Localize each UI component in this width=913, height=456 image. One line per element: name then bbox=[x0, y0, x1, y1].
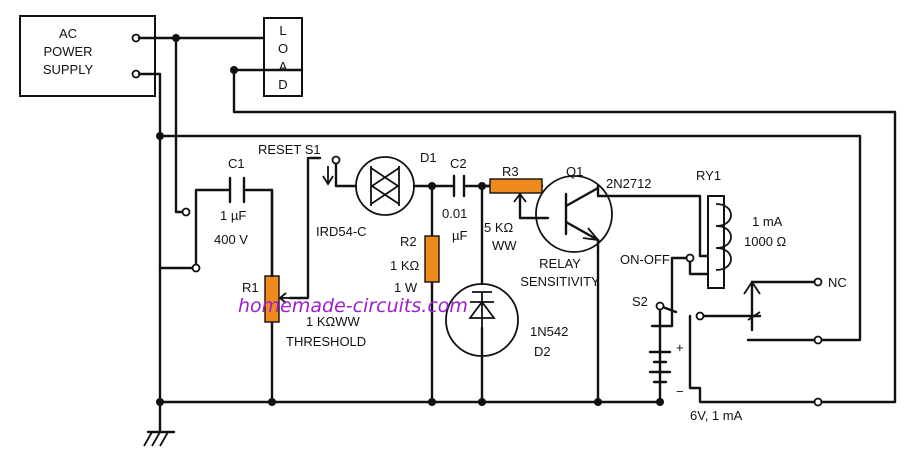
battery-minus: − bbox=[676, 384, 684, 399]
r1-value: 1 KΩWW bbox=[306, 314, 361, 329]
junction-dots bbox=[156, 34, 823, 407]
d1-diac: D1 IRD54-C bbox=[316, 150, 437, 239]
r2-value: 1 KΩ bbox=[390, 258, 420, 273]
d2-part: 1N542 bbox=[530, 324, 568, 339]
d2-ref: D2 bbox=[534, 344, 551, 359]
d2-zener: 1N542 D2 bbox=[445, 283, 568, 359]
c2-capacitor: C2 0.01 µF bbox=[442, 156, 467, 243]
q1-part: 2N2712 bbox=[606, 176, 652, 191]
reset-s1-label: RESET S1 bbox=[258, 142, 321, 157]
s2-on-off-label: ON-OFF bbox=[620, 252, 670, 267]
battery-icon: + − 6V, 1 mA bbox=[648, 340, 743, 423]
s2-ref: S2 bbox=[632, 294, 648, 309]
r1-ref: R1 bbox=[242, 280, 259, 295]
ground-icon bbox=[143, 430, 176, 447]
c1-value: 1 µF bbox=[220, 208, 246, 223]
reset-s1-pushbutton: RESET S1 bbox=[258, 142, 334, 186]
d1-part: IRD54-C bbox=[316, 224, 367, 239]
relay-label: RELAY bbox=[539, 256, 581, 271]
q1-transistor: Q1 2N2712 bbox=[535, 164, 652, 253]
ry1-rating: 1 mA bbox=[752, 214, 783, 229]
sensitivity-label: SENSITIVITY bbox=[520, 274, 600, 289]
r3-potentiometer: R3 5 KΩ WW bbox=[484, 164, 543, 253]
c2-unit: µF bbox=[452, 228, 467, 243]
battery-label: 6V, 1 mA bbox=[690, 408, 743, 423]
c2-value: 0.01 bbox=[442, 206, 467, 221]
r3-type: WW bbox=[492, 238, 517, 253]
c2-ref: C2 bbox=[450, 156, 467, 171]
r3-ref: R3 bbox=[502, 164, 519, 179]
battery-plus: + bbox=[676, 340, 684, 355]
r3-value: 5 KΩ bbox=[484, 220, 514, 235]
d1-ref: D1 bbox=[420, 150, 437, 165]
ry1-ref: RY1 bbox=[696, 168, 721, 183]
load-letter-l: L bbox=[279, 23, 286, 38]
load-letter-a: A bbox=[279, 59, 288, 74]
c1-ref: C1 bbox=[228, 156, 245, 171]
ry1-relay: RY1 1 mA 1000 Ω bbox=[696, 168, 787, 332]
watermark-text: homemade-circuits.com bbox=[238, 295, 468, 317]
r1-label: THRESHOLD bbox=[286, 334, 366, 349]
s2-switch: ON-OFF S2 bbox=[620, 252, 678, 314]
load-letter-o: O bbox=[278, 41, 288, 56]
load-block: L O A D bbox=[263, 17, 303, 97]
ry1-resistance: 1000 Ω bbox=[744, 234, 787, 249]
r2-power: 1 W bbox=[394, 280, 418, 295]
nc-label: NC bbox=[828, 275, 847, 290]
c1-rating: 400 V bbox=[214, 232, 248, 247]
r1-potentiometer: R1 1 KΩWW THRESHOLD bbox=[242, 188, 366, 349]
q1-ref: Q1 bbox=[566, 164, 583, 179]
load-letter-d: D bbox=[278, 77, 287, 92]
r2-resistor: R2 1 KΩ 1 W bbox=[390, 234, 440, 295]
ac-label: AC bbox=[59, 26, 77, 41]
r2-ref: R2 bbox=[400, 234, 417, 249]
c1-capacitor: C1 1 µF 400 V bbox=[214, 156, 248, 247]
ac-power-supply-block: AC POWER SUPPLY bbox=[19, 15, 156, 97]
power-label: POWER bbox=[43, 44, 92, 59]
supply-label: SUPPLY bbox=[43, 62, 94, 77]
